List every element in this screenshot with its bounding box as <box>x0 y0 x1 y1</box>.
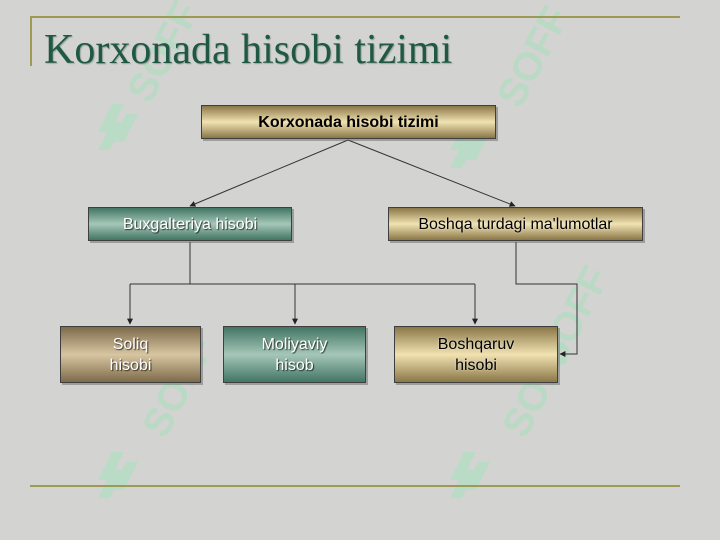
connector-root-to-boshqa <box>347 139 516 207</box>
node-boshqa-label: Boshqa turdagi ma'lumotlar <box>418 215 613 233</box>
node-boshqaruv-label-line1: Boshqaruv <box>437 335 515 353</box>
title-accent-line <box>30 16 32 66</box>
node-moliyaviy-hisob: Moliyaviy hisob <box>223 326 366 383</box>
node-moliyaviy-label-line1: Moliyaviy <box>261 335 328 353</box>
node-root: Korxonada hisobi tizimi <box>201 105 496 139</box>
node-soliq-hisobi: Soliq hisobi <box>60 326 201 383</box>
node-boshqa-turdagi: Boshqa turdagi ma'lumotlar <box>388 207 643 241</box>
node-soliq-label-line1: Soliq <box>112 335 149 353</box>
node-boshqaruv-hisobi: Boshqaruv hisobi <box>394 326 558 383</box>
node-moliyaviy-label-line2: hisob <box>275 356 314 374</box>
top-rule <box>30 16 680 18</box>
node-buxgalteriya-hisobi: Buxgalteriya hisobi <box>88 207 292 241</box>
connector-boshqa-to-boshqaruv <box>515 242 578 357</box>
bottom-rule <box>30 485 680 487</box>
connector-root-to-buxgalteriya <box>189 139 349 207</box>
node-boshqaruv-label-line2: hisobi <box>455 356 497 374</box>
node-root-label: Korxonada hisobi tizimi <box>258 113 439 131</box>
slide-title: Korxonada hisobi tizimi <box>44 27 453 73</box>
node-buxgalteriya-label: Buxgalteriya hisobi <box>122 215 258 233</box>
node-soliq-label-line2: hisobi <box>109 356 152 374</box>
